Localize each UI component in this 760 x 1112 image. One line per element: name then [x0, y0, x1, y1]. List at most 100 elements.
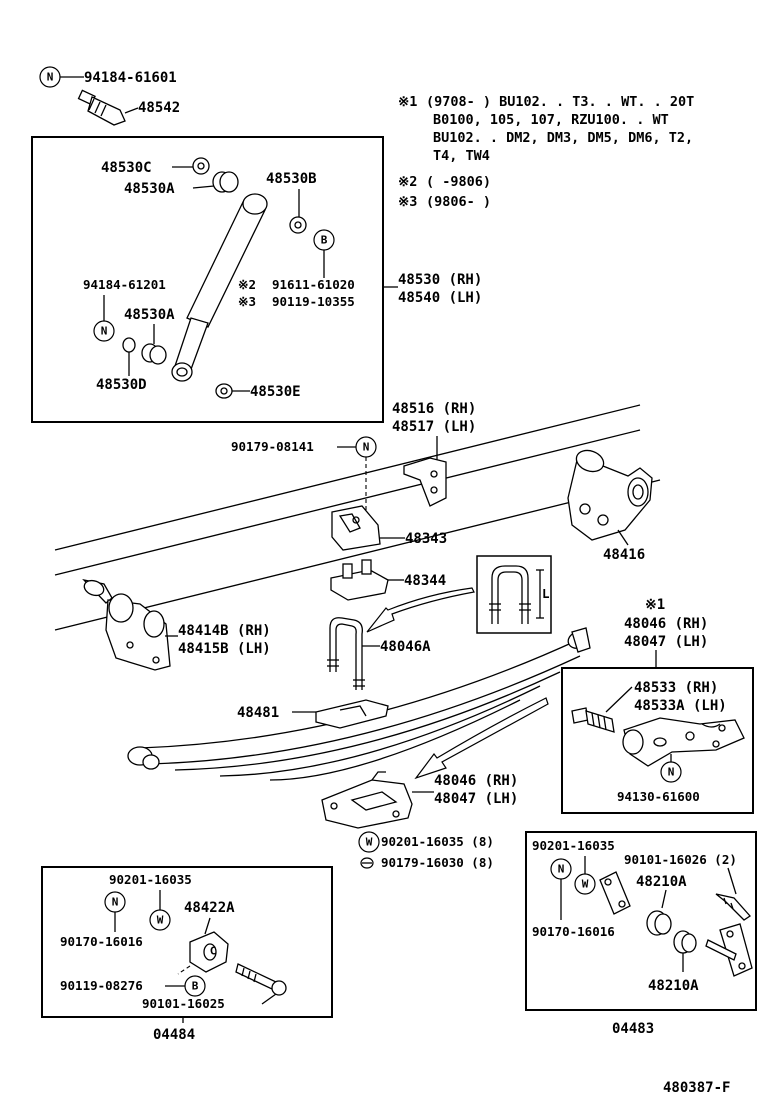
- label-48046-mark-top: ※1: [645, 597, 665, 613]
- callout-90179-08141: 90179-08141 N: [231, 436, 377, 520]
- w-symbol-icon-3: [574, 873, 596, 895]
- label-48530-rh: 48530 (RH): [398, 272, 482, 288]
- label-k2-90170-16016: 90170-16016: [532, 924, 615, 939]
- w-symbol-icon: [358, 831, 380, 853]
- kit-04483-frame: [525, 831, 757, 1011]
- part-48414B-48415B: 48414B (RH) 48415B (LH): [82, 578, 271, 671]
- b-symbol-text-2: B: [192, 980, 199, 993]
- w-symbol-text-3: W: [582, 878, 589, 891]
- part-48530A-lower: 48530A: [124, 307, 175, 365]
- b-symbol-text: B: [321, 234, 328, 247]
- n-symbol-text: N: [47, 71, 54, 84]
- label-48530E: 48530E: [250, 384, 301, 400]
- part-48046A-ubolt: 48046A: [327, 617, 431, 690]
- label-48530A-upper: 48530A: [124, 181, 175, 197]
- n-symbol-text-4: N: [668, 766, 675, 779]
- callout-90201-16035-8: W 90201-16035 (8): [358, 831, 494, 853]
- label-k2-90101-16026: 90101-16026 (2): [624, 852, 737, 867]
- note3-mark: ※3: [398, 194, 417, 210]
- label-48530B: 48530B: [266, 171, 317, 187]
- label-90201-16035-8: 90201-16035 (8): [381, 834, 494, 849]
- label-k2-48210A-upper: 48210A: [636, 874, 687, 890]
- label-90179-16030-8: 90179-16030 (8): [381, 855, 494, 870]
- kit-04484-contents: 90201-16035 W N 90170-16016 48422A C B 9…: [60, 872, 287, 1043]
- part-48542-bolt: 48542: [77, 89, 180, 126]
- label-k1-48422A: 48422A: [184, 900, 235, 916]
- label-48047-lh-top: 48047 (LH): [624, 634, 708, 650]
- label-48046-rh: 48046 (RH): [434, 773, 518, 789]
- kit-04484-frame: [41, 866, 333, 1018]
- callout-94184-61601: N 94184-61601: [39, 66, 177, 88]
- label-48046A: 48046A: [380, 639, 431, 655]
- note1-line3: BU102. . DM2, DM3, DM5, DM6, T2,: [433, 130, 693, 146]
- callout-94130-61600: N 94130-61600: [617, 754, 700, 804]
- label-48533A-lh: 48533A (LH): [634, 698, 727, 714]
- part-48533: 48533 (RH) 48533A (LH): [571, 680, 745, 767]
- part-48481: 48481: [237, 699, 389, 729]
- label-48343: 48343: [405, 531, 447, 547]
- part-48516-48517: 48516 (RH) 48517 (LH): [392, 401, 476, 507]
- part-48343: 48343: [331, 505, 447, 551]
- label-48530D: 48530D: [96, 377, 147, 393]
- label-k1-90201-16035: 90201-16035: [109, 872, 192, 887]
- label-48540-lh: 48540 (LH): [398, 290, 482, 306]
- w-symbol-text: W: [366, 836, 373, 849]
- arrow-detail-to-seat: [414, 697, 549, 780]
- label-91611-61020: 91611-61020: [272, 277, 355, 292]
- vehicle-frame-rails: [54, 404, 661, 631]
- callout-48530-48540: 48530 (RH) 48540 (LH): [383, 272, 482, 306]
- part-48046-48047-seat: 48046 (RH) 48047 (LH): [321, 771, 518, 829]
- w-symbol-icon-2: [149, 909, 171, 931]
- part-48344: 48344: [330, 559, 446, 601]
- label-48542: 48542: [138, 100, 180, 116]
- label-k2-48210A-lower: 48210A: [648, 978, 699, 994]
- kit-04483-number: 04483: [612, 1021, 654, 1037]
- label-48481: 48481: [237, 705, 279, 721]
- kit-04484-number: 04484: [153, 1027, 195, 1043]
- label-90119-10355: 90119-10355: [272, 294, 355, 309]
- label-94130-61600: 94130-61600: [617, 789, 700, 804]
- note2-mark: ※2: [398, 174, 417, 190]
- n-symbol-text-5: N: [112, 896, 119, 909]
- label-91611-mark: ※2: [238, 277, 256, 292]
- n-symbol-text-6: N: [558, 863, 565, 876]
- note1-line4: T4, TW4: [433, 148, 490, 164]
- note1-line2: B0100, 105, 107, RZU100. . WT: [433, 112, 669, 128]
- figure-id: 480387-F: [663, 1080, 730, 1096]
- callout-48046-48047-top: ※1 48046 (RH) 48047 (LH): [624, 597, 708, 668]
- label-k1-90170-16016: 90170-16016: [60, 934, 143, 949]
- ubolt-length-label: L: [542, 586, 550, 601]
- c-mark-1: C: [210, 945, 217, 958]
- part-48530A-upper: 48530A: [124, 171, 239, 197]
- label-90119-mark: ※3: [238, 294, 256, 309]
- label-48416: 48416: [603, 547, 645, 563]
- w-symbol-text-2: W: [157, 914, 164, 927]
- n-symbol-text-2: N: [101, 325, 108, 338]
- label-48530C: 48530C: [101, 160, 152, 176]
- ubolt-dimension-inset: L: [476, 555, 552, 634]
- shock-absorber-group-frame: [31, 136, 384, 423]
- label-48414B-rh: 48414B (RH): [178, 623, 271, 639]
- label-48046-rh-top: 48046 (RH): [624, 616, 708, 632]
- label-94184-61601: 94184-61601: [84, 70, 177, 86]
- part-shock-absorber-body: [171, 193, 268, 382]
- note1-mark: ※1: [398, 94, 417, 110]
- kit-04483-contents: 90201-16035 W N 90170-16016 90101-16026 …: [532, 838, 753, 1037]
- part-48416: 48416: [567, 449, 653, 563]
- label-94184-61201: 94184-61201: [83, 277, 166, 292]
- n-symbol-icon-4: [660, 761, 682, 783]
- label-48047-lh: 48047 (LH): [434, 791, 518, 807]
- n-symbol-icon-2: [93, 320, 115, 342]
- label-48533-rh: 48533 (RH): [634, 680, 718, 696]
- note3-text: (9806- ): [426, 194, 491, 210]
- n-symbol-text-3: N: [363, 441, 370, 454]
- callout-90179-16030-8: 90179-16030 (8): [360, 855, 494, 870]
- callout-91611-61020: B ※2 91611-61020 ※3 90119-10355: [238, 229, 355, 309]
- note1-line1: (9708- ) BU102. . T3. . WT. . 20T: [426, 94, 694, 110]
- label-k1-90101-16025: 90101-16025: [142, 996, 225, 1011]
- label-48344: 48344: [404, 573, 446, 589]
- part-48530D: 48530D: [96, 337, 147, 393]
- note2-text: ( -9806): [426, 174, 491, 190]
- label-90179-08141: 90179-08141: [231, 439, 314, 454]
